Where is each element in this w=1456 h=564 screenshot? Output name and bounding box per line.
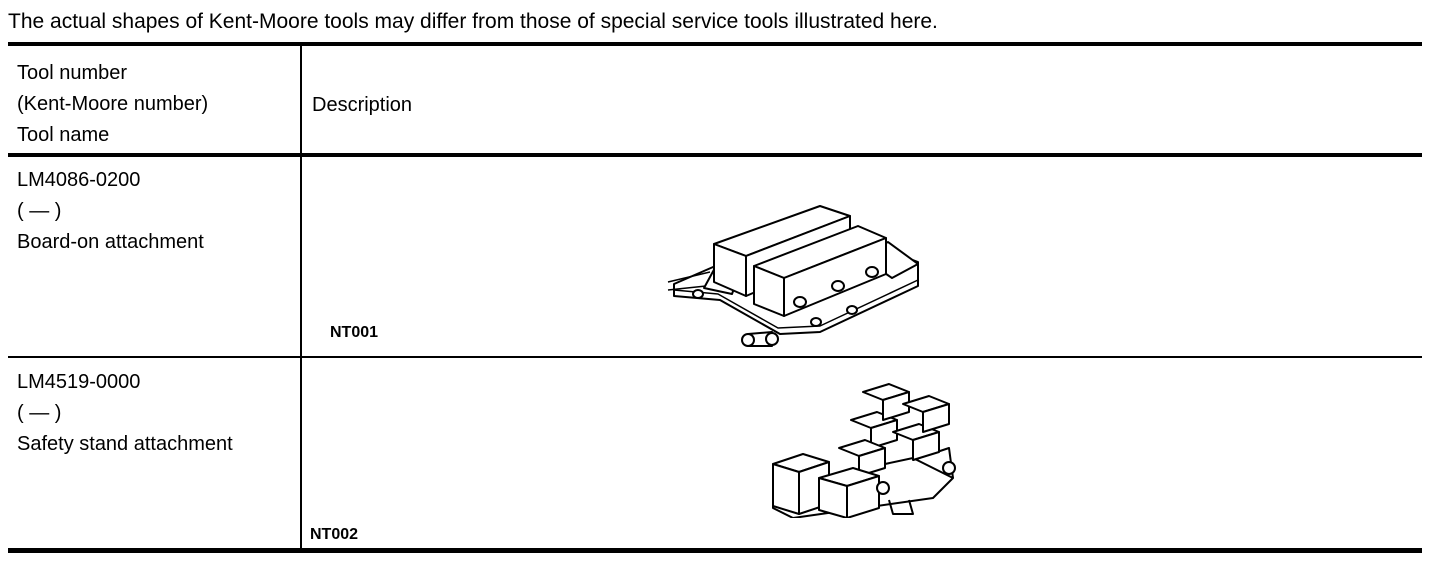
header-tool-number: Tool number: [17, 62, 128, 84]
kent-moore-number: ( — ): [17, 402, 62, 424]
board-on-attachment-illustration: [660, 182, 930, 347]
header-rule: [8, 153, 1422, 157]
tool-number: LM4519-0000: [17, 371, 141, 393]
header-description: Description: [312, 94, 413, 116]
row-divider: [8, 356, 1422, 358]
header-tool-name: Tool name: [17, 124, 110, 146]
kent-moore-number: ( — ): [17, 200, 62, 222]
tool-number: LM4086-0200: [17, 169, 141, 191]
special-service-tools-table: Tool number (Kent-Moore number) Tool nam…: [8, 42, 1422, 553]
figure-code: NT001: [330, 324, 379, 341]
intro-note: The actual shapes of Kent-Moore tools ma…: [8, 10, 938, 33]
table-bottom-rule: [8, 548, 1422, 553]
tool-name: Safety stand attachment: [17, 433, 233, 455]
header-tool-column: Tool number (Kent-Moore number) Tool nam…: [17, 58, 208, 151]
column-divider: [300, 44, 302, 552]
table-top-rule: [8, 42, 1422, 46]
header-kent-moore-number: (Kent-Moore number): [17, 93, 209, 115]
table-row-tool-1: LM4086-0200 ( — ) Board-on attachment: [17, 165, 204, 258]
figure-code: NT002: [310, 526, 359, 543]
tool-name: Board-on attachment: [17, 231, 204, 253]
table-row-tool-2: LM4519-0000 ( — ) Safety stand attachmen…: [17, 367, 233, 460]
safety-stand-attachment-illustration: [763, 368, 973, 518]
